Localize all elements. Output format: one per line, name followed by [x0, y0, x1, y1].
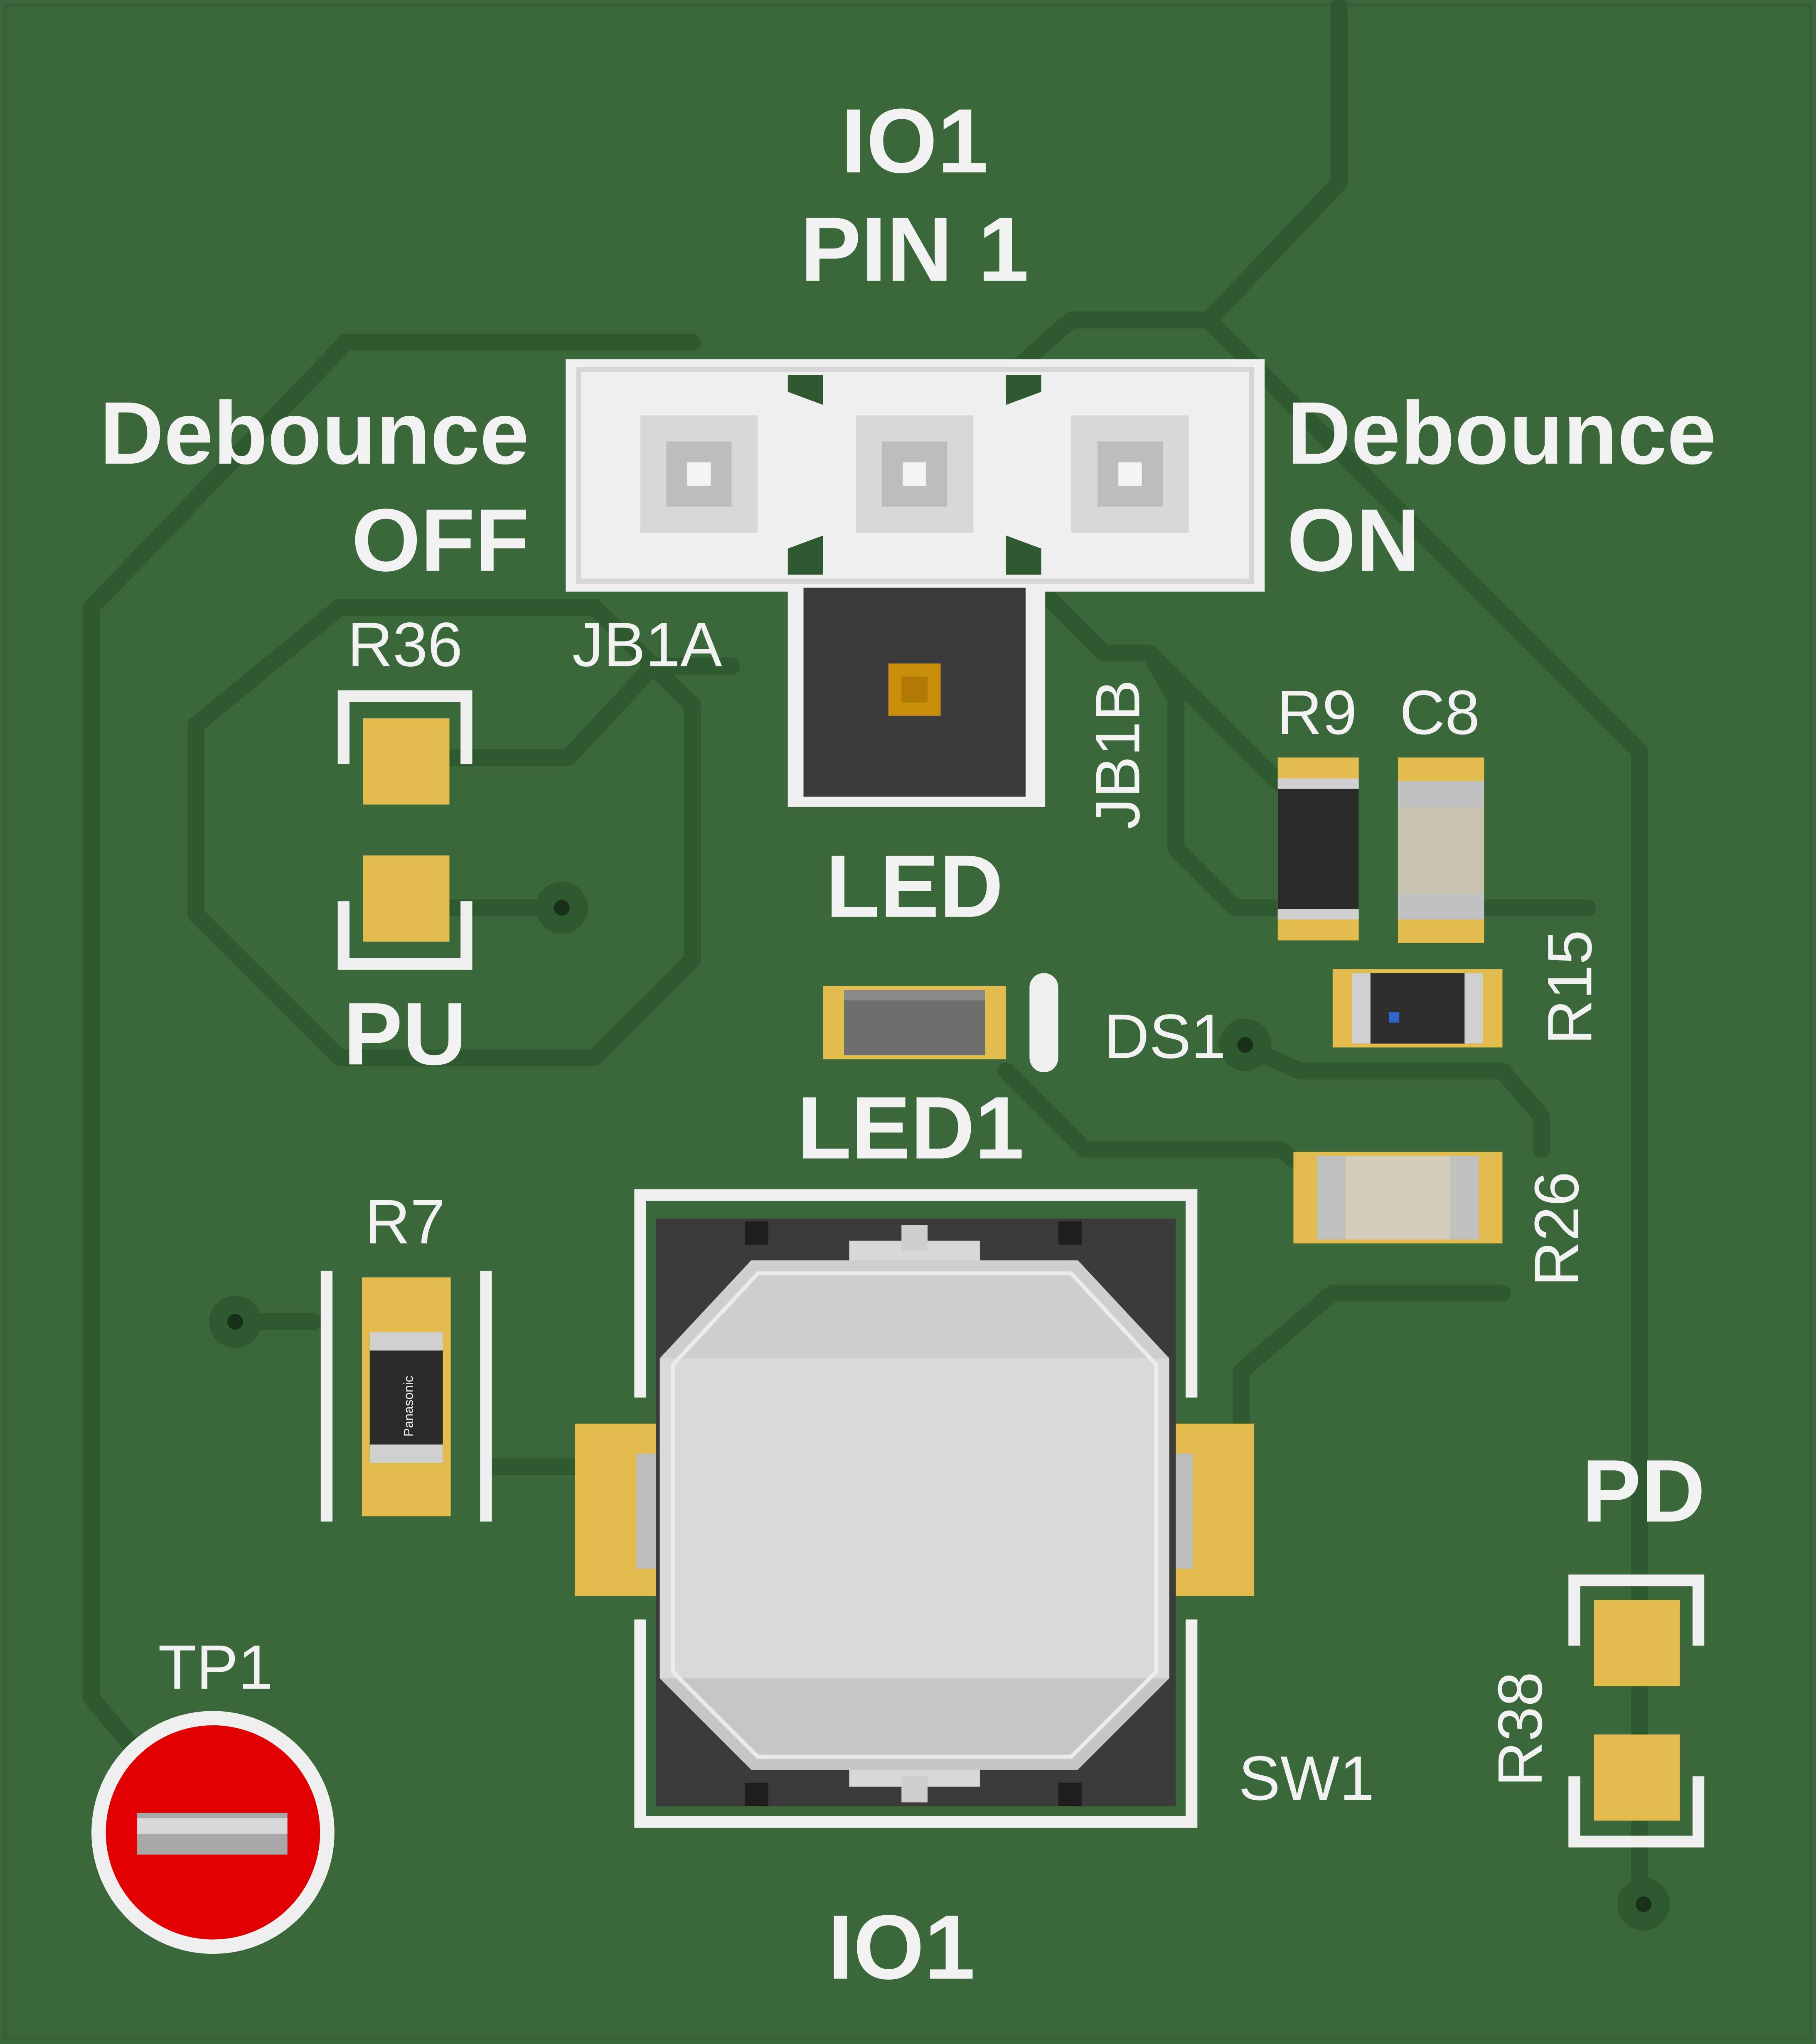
r9-label: R9: [1277, 677, 1357, 747]
debounce-off-line1: Debounce: [100, 383, 529, 483]
resistor-r7[interactable]: Panasonic: [320, 1270, 492, 1522]
header-pin-2: [856, 415, 974, 533]
jb1a-label: JB1A: [572, 609, 722, 679]
led1-label: LED1: [797, 1079, 1024, 1178]
led-label: LED: [826, 837, 1004, 936]
resistor-r15[interactable]: [1332, 969, 1503, 1048]
led-ds1[interactable]: [823, 973, 1058, 1073]
title-line1: IO1: [841, 90, 988, 192]
debounce-on-line1: Debounce: [1287, 383, 1716, 483]
tactile-switch-sw1[interactable]: [575, 1189, 1255, 1828]
jumper-header-jb1[interactable]: [566, 359, 1265, 592]
header-pin-3: [1071, 415, 1189, 533]
jb1b-label: JB1B: [1082, 680, 1152, 830]
debounce-off-line2: OFF: [352, 491, 529, 590]
capacitor-c8[interactable]: [1398, 757, 1484, 943]
test-point-tp1[interactable]: [91, 1711, 335, 1954]
ds1-label: DS1: [1104, 1001, 1226, 1071]
led-jumper-jb1b[interactable]: [787, 585, 1046, 807]
c8-label: C8: [1400, 677, 1480, 747]
r15-label: R15: [1534, 930, 1604, 1045]
r7-label: R7: [365, 1187, 445, 1257]
header-pin-1: [640, 415, 758, 533]
tp1-label: TP1: [158, 1632, 273, 1702]
resistor-r26[interactable]: [1293, 1152, 1503, 1243]
r38-label: R38: [1485, 1672, 1555, 1787]
r26-label: R26: [1521, 1172, 1592, 1287]
r7-part-marking: Panasonic: [401, 1376, 416, 1437]
sw1-label: SW1: [1238, 1743, 1374, 1813]
resistor-r38[interactable]: [1568, 1574, 1705, 1847]
pd-label: PD: [1582, 1441, 1705, 1540]
debounce-on-line2: ON: [1287, 491, 1420, 590]
bottom-io1-label: IO1: [828, 1896, 975, 1998]
resistor-r36[interactable]: [337, 690, 472, 970]
title-line2: PIN 1: [800, 198, 1029, 300]
r36-label: R36: [347, 609, 463, 679]
via-markers: [209, 882, 1670, 1931]
resistor-r9[interactable]: [1277, 757, 1359, 941]
pu-label: PU: [343, 984, 467, 1083]
